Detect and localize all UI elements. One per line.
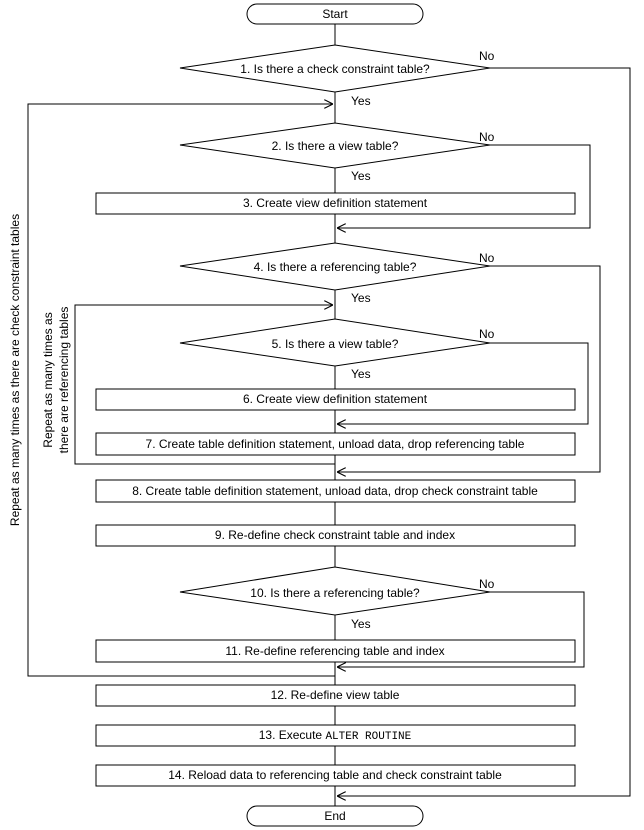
decision-1: 1. Is there a check constraint table? — [179, 44, 491, 93]
decision-4-label: 4. Is there a referencing table? — [254, 260, 417, 274]
no-branch-5 — [337, 342, 589, 424]
no-branch-10 — [337, 591, 585, 667]
step-11: 11. Re-define referencing table and inde… — [95, 639, 576, 663]
no-label-4: No — [479, 251, 495, 265]
end-label: End — [324, 809, 345, 823]
decision-1-label: 1. Is there a check constraint table? — [240, 62, 430, 76]
decision-10-label: 10. Is there a referencing table? — [250, 586, 420, 600]
decision-4: 4. Is there a referencing table? — [179, 242, 491, 291]
step-6: 6. Create view definition statement — [95, 388, 576, 411]
decision-10: 10. Is there a referencing table? — [179, 566, 491, 616]
step-14: 14. Reload data to referencing table and… — [95, 764, 576, 787]
loop-inner-label-line1: Repeat as many times as — [41, 312, 55, 447]
no-label-5: No — [479, 327, 495, 341]
step-13: 13. Execute ALTER ROUTINE — [95, 724, 576, 747]
loop-inner-label-line2: there are referencing tables — [57, 307, 71, 454]
step-9: 9. Re-define check constraint table and … — [95, 524, 576, 547]
loop-back-outer — [27, 104, 335, 677]
loop-back-inner — [74, 305, 335, 465]
start-label: Start — [322, 7, 348, 21]
no-label-1: No — [479, 49, 495, 63]
step-12: 12. Re-define view table — [95, 684, 576, 707]
step-8-label: 8. Create table definition statement, un… — [132, 484, 538, 498]
decision-5-label: 5. Is there a view table? — [272, 337, 399, 351]
yes-label-10: Yes — [351, 617, 371, 631]
no-branch-2 — [337, 144, 591, 228]
step-6-label: 6. Create view definition statement — [243, 392, 428, 406]
decision-5: 5. Is there a view table? — [179, 318, 491, 367]
yes-label-2: Yes — [351, 169, 371, 183]
step-7-label: 7. Create table definition statement, un… — [146, 437, 525, 451]
yes-label-4: Yes — [351, 291, 371, 305]
loop-outer-label: Repeat as many times as there are check … — [8, 214, 22, 526]
step-9-label: 9. Re-define check constraint table and … — [215, 528, 455, 542]
start-terminal: Start — [246, 3, 424, 25]
decision-2-label: 2. Is there a view table? — [272, 139, 399, 153]
step-7: 7. Create table definition statement, un… — [95, 432, 576, 456]
no-branch-4 — [337, 265, 601, 472]
step-13-prefix: 13. Execute — [259, 728, 326, 742]
step-3: 3. Create view definition statement — [95, 192, 576, 215]
decision-2: 2. Is there a view table? — [179, 122, 491, 169]
yes-label-5: Yes — [351, 367, 371, 381]
no-branch-1 — [337, 67, 631, 796]
step-12-label: 12. Re-define view table — [271, 688, 400, 702]
step-14-label: 14. Reload data to referencing table and… — [168, 768, 502, 782]
no-label-2: No — [479, 130, 495, 144]
step-3-label: 3. Create view definition statement — [243, 196, 428, 210]
yes-label-1: Yes — [351, 94, 371, 108]
step-11-label: 11. Re-define referencing table and inde… — [225, 644, 444, 658]
no-label-10: No — [479, 577, 495, 591]
step-13-code: ALTER ROUTINE — [325, 731, 411, 743]
step-13-label: 13. Execute ALTER ROUTINE — [259, 728, 412, 743]
step-8: 8. Create table definition statement, un… — [95, 479, 576, 503]
end-terminal: End — [246, 805, 424, 827]
